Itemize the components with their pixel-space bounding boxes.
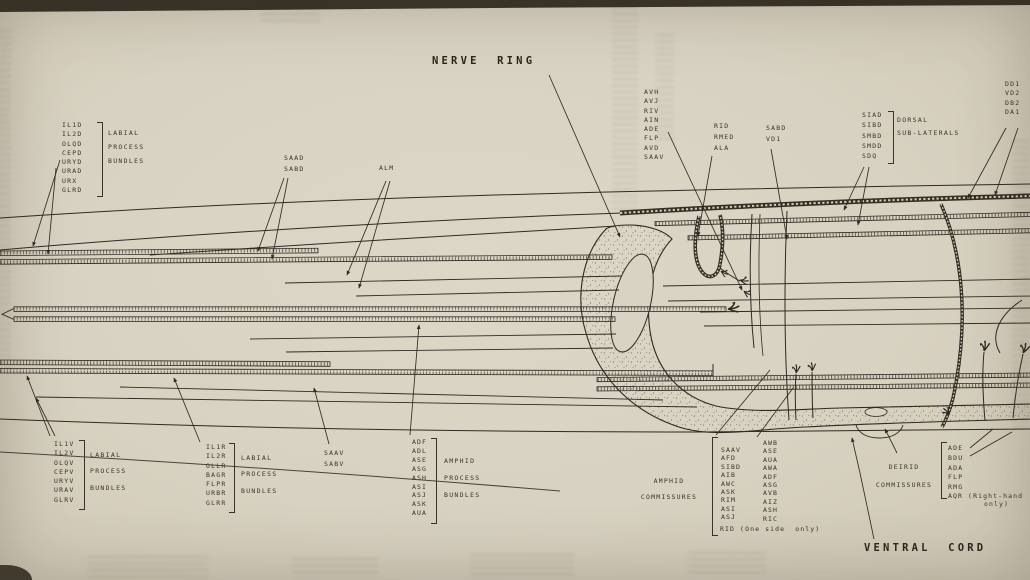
saad-sabd-labels: SAAD SABD: [284, 154, 305, 173]
rid-rmed-ala-labels: RID RMED ALA: [714, 122, 735, 152]
saav-sabv-labels: SAAV SABV: [324, 449, 345, 468]
bracket: [97, 122, 103, 197]
scan-edge-corner: [0, 565, 32, 580]
dorsal-sublateral-cell-list: SIAD SIBD SMBD SMDD SDQ: [862, 111, 883, 161]
bleedthrough-smudge: [688, 552, 766, 578]
labial-right-cell-list: IL1R IL2R OLLR BAGR FLPR URBR GLRR: [206, 443, 227, 507]
bleedthrough-smudge: [470, 554, 574, 578]
nerve-ring-title: NERVE RING: [432, 55, 536, 67]
amphid-processes-caption: AMPHID PROCESS BUNDLES: [444, 457, 481, 499]
amphid-commissures-col1: SAAV AFD SIBD AIB AWC ASK RIM ASI ASJ: [721, 446, 742, 522]
ventral-cord-title: VENTRAL CORD: [864, 542, 987, 554]
body-outlines: [0, 183, 1030, 492]
bleedthrough-smudge: [292, 558, 378, 578]
ventral-bump-outline: [855, 424, 904, 439]
tract-pointed-tip: [0, 308, 15, 320]
bleedthrough-smudge: [612, 0, 638, 212]
amphid-commissures-caption: AMPHID COMMISSURES: [640, 477, 698, 502]
labial-dorsal-cell-list: IL1D IL2D OLQD CEPD URYD URAD URX GLRD: [62, 121, 83, 195]
deirid-commissures-caption: DEIRID COMMISSURES: [875, 463, 933, 489]
labial-ventral-caption: LABIAL PROCESS BUNDLES: [90, 451, 127, 492]
deirid-body: [864, 407, 888, 417]
bracket: [229, 443, 235, 513]
amphid-commissures-col2: AWB ASE AUA AWA ADF ASG AVB AIZ ASH RIC: [763, 439, 779, 523]
bracket: [888, 111, 894, 164]
dorsal-sublaterals-caption: DORSAL SUB-LATERALS: [897, 116, 960, 137]
commissure-arc: [939, 203, 964, 428]
amphid-process-cell-list: ADF ADL ASE ASG ASH ASI ASJ ASK AUA: [412, 438, 428, 518]
bracket: [941, 442, 947, 499]
rid-one-side-note: RID (One side only): [720, 525, 821, 533]
bracket: [712, 437, 718, 536]
deirid-cell-list: ADE BDU ADA FLP RMG: [948, 444, 964, 492]
sabd-vd1-labels: SABD VD1: [766, 124, 787, 143]
ring-loop: [693, 214, 725, 279]
dorsal-cord-cell-list: DD1 VD2 DB2 DA1: [1005, 80, 1021, 116]
dorsal-cord: [619, 193, 1030, 216]
nerve-ring-cell-list: AVH AVJ RIV AIN ADE FLP AVD SAAV: [644, 88, 665, 162]
leader-lines: [26, 74, 1019, 540]
labial-ventral-cell-list: IL1V IL2V OLQV CEPV URYV URAV GLRV: [54, 440, 75, 504]
aqr-label-line2: only): [984, 500, 1010, 508]
striped-process-tracts: [0, 211, 1030, 392]
bleedthrough-smudge: [0, 30, 11, 370]
labial-dorsal-caption: LABIAL PROCESS BUNDLES: [108, 129, 145, 165]
bleedthrough-smudge: [656, 34, 674, 144]
bracket: [431, 438, 437, 524]
aqr-label-line1: AQR (Right-hand: [948, 492, 1024, 500]
bracket: [79, 440, 85, 510]
alm-label: ALM: [379, 164, 395, 172]
bleedthrough-smudge: [88, 556, 208, 578]
labial-right-caption: LABIAL PROCESS BUNDLES: [241, 454, 278, 495]
